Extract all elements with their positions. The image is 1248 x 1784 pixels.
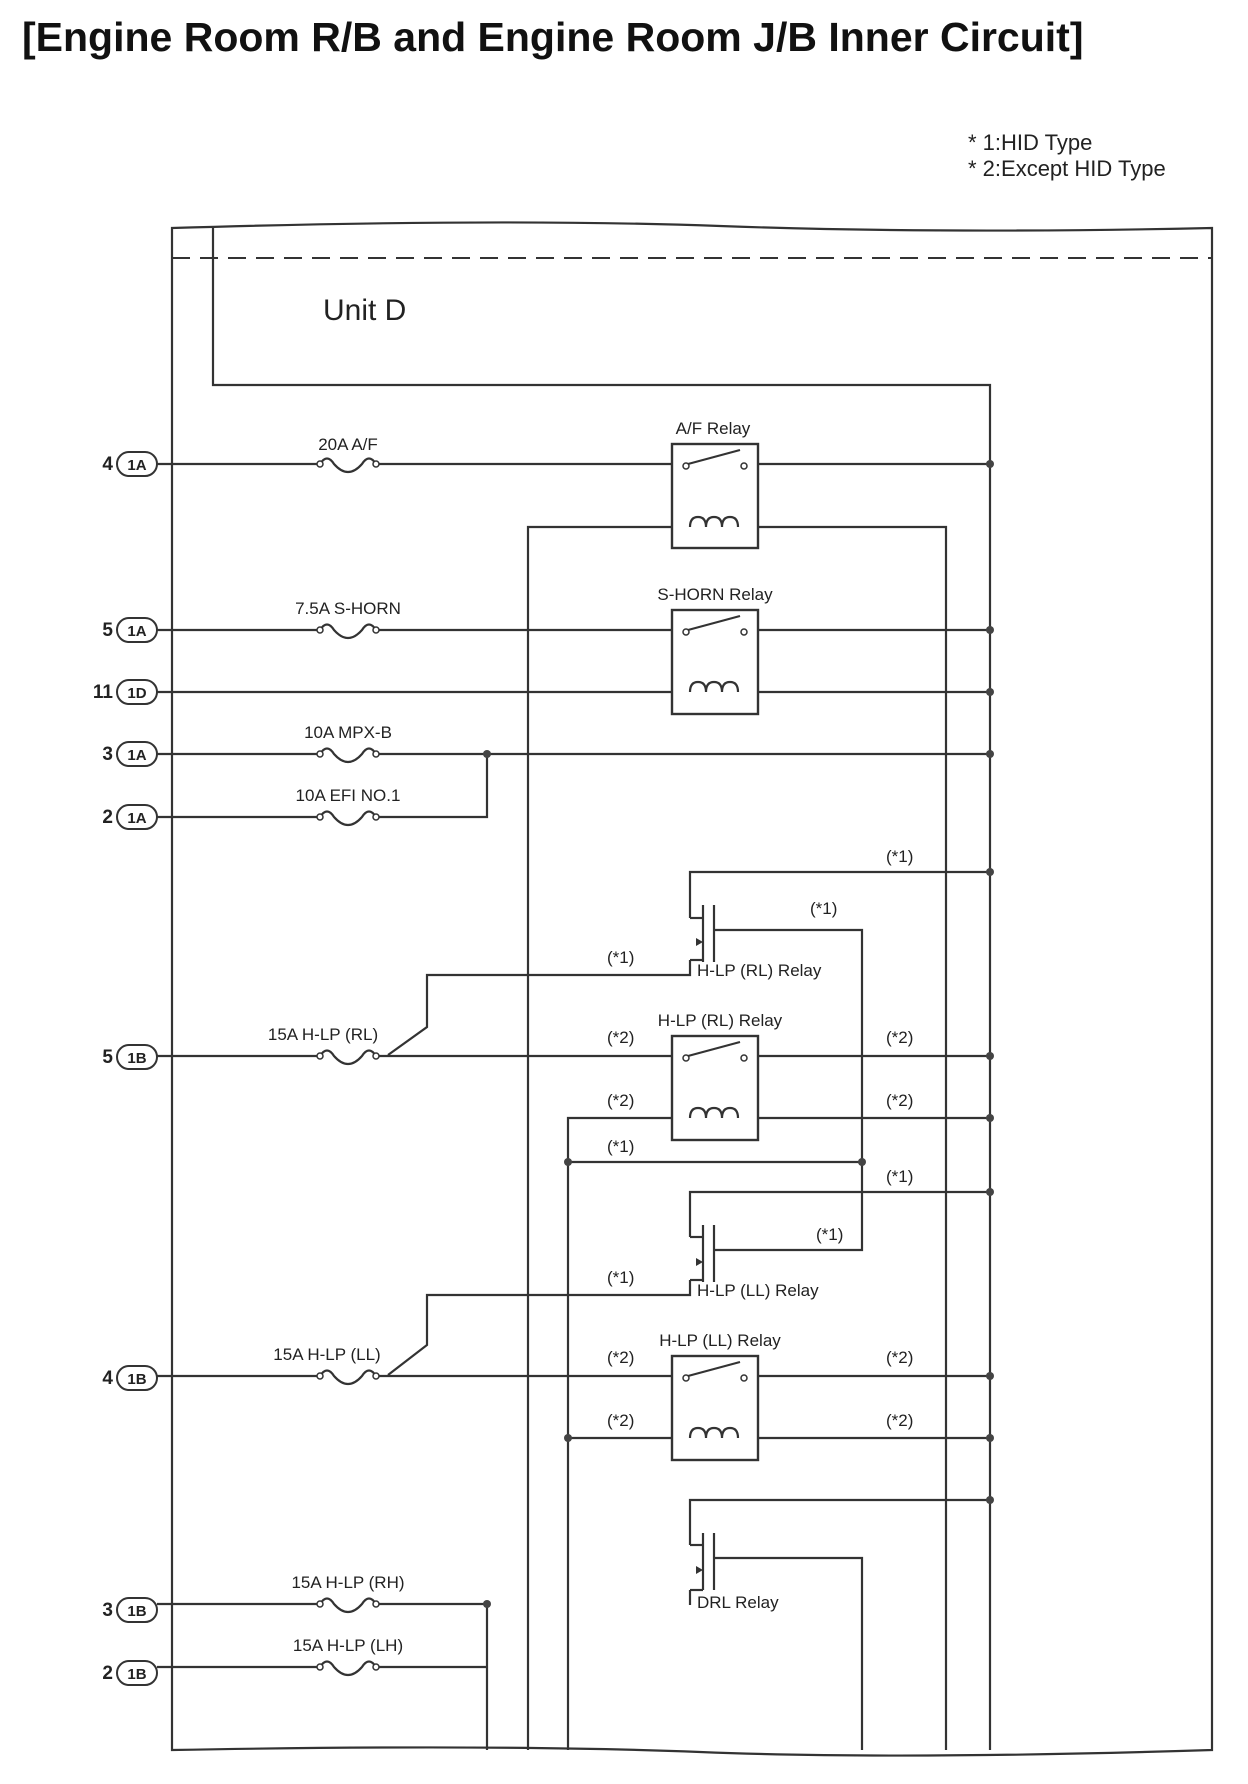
wiring: [157, 228, 992, 1750]
tag-hid: (*1): [810, 899, 837, 918]
fuse-7-5a-s-horn: 7.5A S-HORN: [295, 599, 401, 640]
fuse-20a-af: 20A A/F: [316, 435, 380, 474]
note-hid-type: * 1:HID Type: [968, 130, 1092, 155]
fuse-10a-efi-no1: 10A EFI NO.1: [296, 786, 401, 827]
pin-number: 3: [102, 1600, 113, 1621]
unit-label: Unit D: [323, 294, 406, 327]
connector-code: 1D: [127, 685, 146, 702]
tag-non-hid: (*2): [886, 1028, 913, 1047]
connector-code: 1B: [127, 1603, 146, 1620]
fuse-label: 10A MPX-B: [304, 723, 392, 742]
relay-h-lp-ll-hid: H-LP (LL) Relay: [690, 1225, 819, 1300]
relay-label: H-LP (LL) Relay: [697, 1281, 819, 1300]
connector-3-1b: 3 1B: [102, 1597, 158, 1623]
relay-label: H-LP (RL) Relay: [697, 961, 822, 980]
pin-number: 2: [102, 807, 113, 828]
note-except-hid-type: * 2:Except HID Type: [968, 156, 1166, 181]
unit-enclosure: Unit D: [170, 221, 1214, 1757]
tag-hid: (*1): [607, 948, 634, 967]
connector-code: 1A: [127, 747, 146, 764]
connector-11-1d: 11 1D: [93, 679, 158, 705]
relays: A/F Relay S-HORN Relay H-LP (RL) Relay: [657, 419, 822, 1612]
pin-number: 4: [102, 1368, 113, 1389]
junction-dots: [483, 460, 994, 1608]
variant-tags: (*1) (*1) (*1) (*2) (*2) (*2) (*2) (*1) …: [607, 847, 913, 1430]
relay-label: DRL Relay: [697, 1593, 779, 1612]
fuse-label: 15A H-LP (RH): [291, 1573, 404, 1592]
fuse-label: 20A A/F: [318, 435, 378, 454]
fuse-label: 10A EFI NO.1: [296, 786, 401, 805]
pin-number: 5: [102, 620, 113, 641]
connector-code: 1B: [127, 1050, 146, 1067]
relay-label: H-LP (LL) Relay: [659, 1331, 781, 1350]
fuse-label: 15A H-LP (LL): [273, 1345, 380, 1364]
relay-af: A/F Relay: [670, 419, 760, 550]
tag-hid: (*1): [886, 1167, 913, 1186]
relay-s-horn: S-HORN Relay: [657, 585, 773, 716]
fuse-15a-h-lp-rh: 15A H-LP (RH): [291, 1573, 405, 1614]
fuse-label: 7.5A S-HORN: [295, 599, 401, 618]
fuse-10a-mpx-b: 10A MPX-B: [304, 723, 392, 764]
connector-5-1a: 5 1A: [102, 617, 158, 643]
connector-3-1a: 3 1A: [102, 741, 158, 767]
relay-label: A/F Relay: [676, 419, 751, 438]
fuse-15a-h-lp-rl: 15A H-LP (RL): [268, 1025, 380, 1066]
relay-h-lp-ll: H-LP (LL) Relay: [659, 1331, 781, 1462]
connector-code: 1A: [127, 623, 146, 640]
pin-number: 2: [102, 1663, 113, 1684]
pin-number: 3: [102, 744, 113, 765]
fuse-15a-h-lp-lh: 15A H-LP (LH): [293, 1636, 403, 1677]
tag-non-hid: (*2): [886, 1411, 913, 1430]
tag-hid: (*1): [886, 847, 913, 866]
connector-4-1a: 4 1A: [102, 451, 158, 477]
tag-hid: (*1): [607, 1268, 634, 1287]
fuses: 20A A/F 7.5A S-HORN 10A MPX-B 10A EFI NO…: [268, 435, 405, 1677]
connector-terminals: 4 1A 5 1A 11 1D 3 1A 2 1A 5 1B: [93, 451, 158, 1686]
pin-number: 11: [93, 682, 114, 703]
relay-h-lp-rl: H-LP (RL) Relay: [658, 1011, 783, 1142]
connector-4-1b: 4 1B: [102, 1365, 158, 1391]
connector-code: 1B: [127, 1666, 146, 1683]
fuse-label: 15A H-LP (RL): [268, 1025, 378, 1044]
fuse-label: 15A H-LP (LH): [293, 1636, 403, 1655]
tag-hid: (*1): [816, 1225, 843, 1244]
connector-code: 1A: [127, 810, 146, 827]
relay-h-lp-rl-hid: H-LP (RL) Relay: [690, 905, 822, 980]
fuse-15a-h-lp-ll: 15A H-LP (LL): [273, 1345, 381, 1386]
connector-2-1a: 2 1A: [102, 804, 158, 830]
connector-code: 1B: [127, 1371, 146, 1388]
tag-hid: (*1): [607, 1137, 634, 1156]
relay-label: S-HORN Relay: [657, 585, 773, 604]
page-title: [Engine Room R/B and Engine Room J/B Inn…: [22, 14, 1084, 60]
relay-drl: DRL Relay: [690, 1533, 780, 1612]
tag-non-hid: (*2): [886, 1091, 913, 1110]
tag-non-hid: (*2): [607, 1091, 634, 1110]
connector-code: 1A: [127, 457, 146, 474]
relay-label: H-LP (RL) Relay: [658, 1011, 783, 1030]
pin-number: 5: [102, 1047, 113, 1068]
pin-number: 4: [102, 454, 113, 475]
tag-non-hid: (*2): [607, 1411, 634, 1430]
tag-non-hid: (*2): [607, 1348, 634, 1367]
tag-non-hid: (*2): [607, 1028, 634, 1047]
connector-2-1b: 2 1B: [102, 1660, 158, 1686]
connector-5-1b: 5 1B: [102, 1044, 158, 1070]
tag-non-hid: (*2): [886, 1348, 913, 1367]
